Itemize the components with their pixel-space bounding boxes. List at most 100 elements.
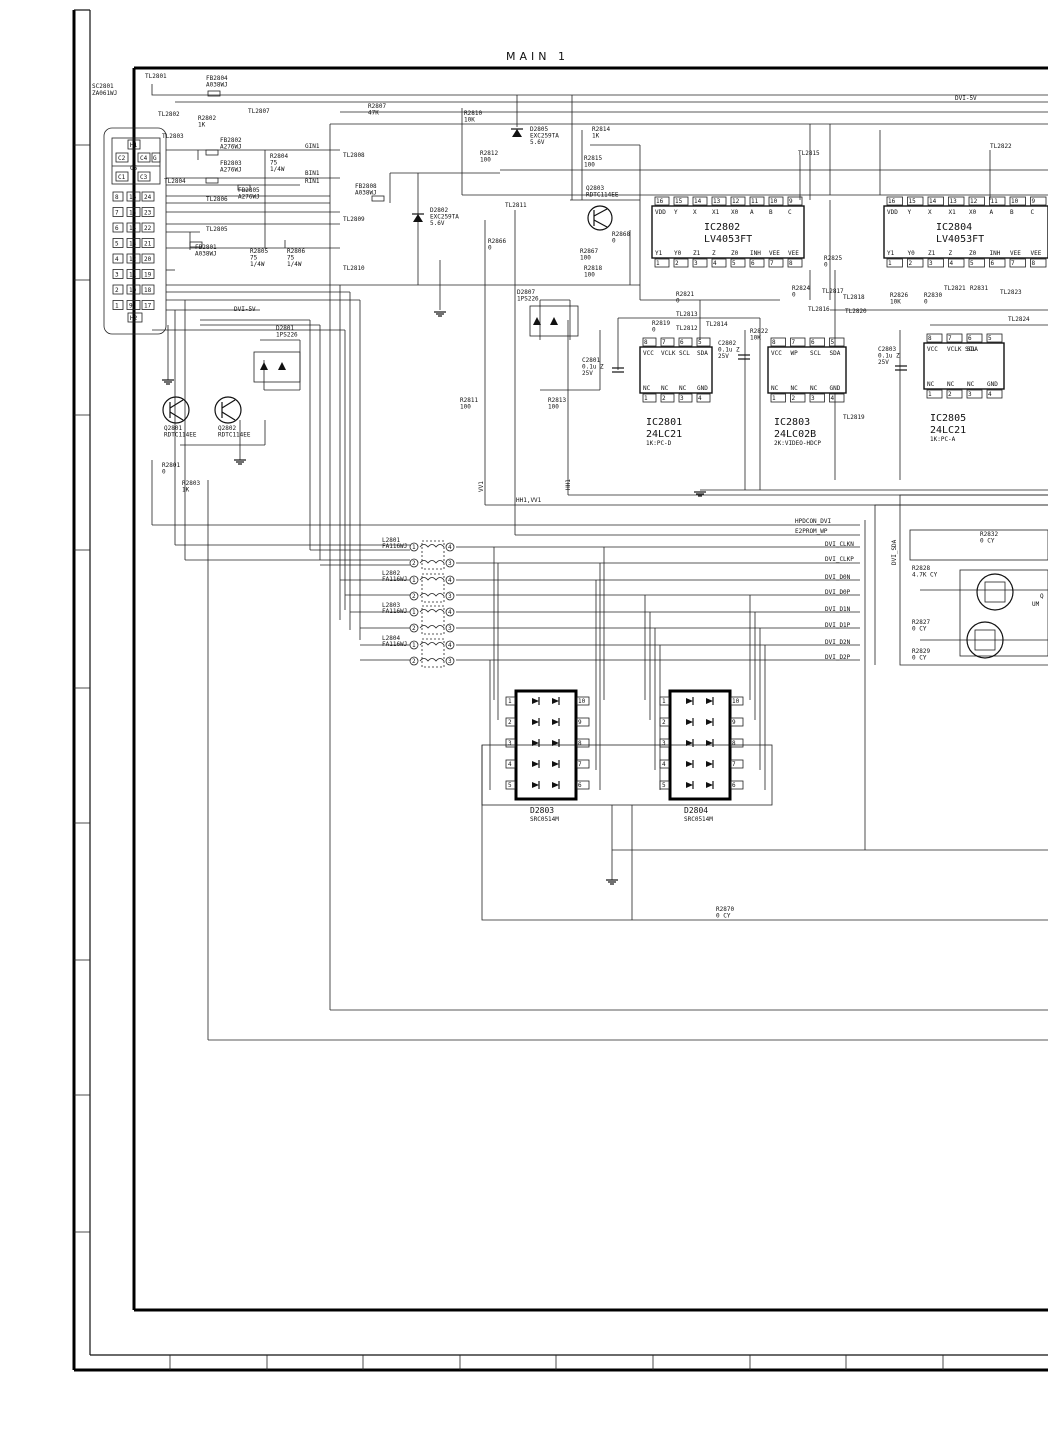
resistor-r2805-v1: 75	[250, 255, 258, 262]
ferrite-fb2808: FB2808	[355, 183, 377, 190]
ic-pin-label: X0	[731, 209, 739, 216]
ic-pin-label: VCLK	[661, 350, 676, 357]
ic-pin-3: 3	[811, 395, 815, 402]
connector-pin-16: 16	[129, 194, 137, 201]
pin-c3: C3	[140, 174, 148, 181]
diode-d2801-v1: 1PS226	[276, 332, 298, 339]
filter-pin-2: 2	[412, 658, 416, 665]
ic-pin-9: 9	[789, 198, 793, 205]
esd-pin-6: 6	[732, 782, 736, 789]
resistor-r2870: R2870	[716, 906, 734, 913]
resistor-r2831: R2831	[970, 285, 988, 292]
esd-pin-4: 4	[508, 761, 512, 768]
ic-pin-label: Y1	[655, 250, 663, 257]
ic-pin-label: SDA	[830, 350, 841, 357]
ic-pin-8: 8	[1032, 260, 1036, 267]
ic-pin-label: NC	[791, 385, 799, 392]
ic-pin-16: 16	[888, 198, 896, 205]
transistor-q2802	[214, 396, 242, 424]
esd-pin-9: 9	[578, 719, 582, 726]
testpoint-tl2813: TL2813	[676, 311, 698, 318]
connector-pin-10: 10	[129, 287, 137, 294]
resistor-r2803-v1: 1K	[182, 487, 190, 494]
net-gin1: GIN1	[305, 143, 320, 150]
ic-ic2804: 16VDD15Y14X13X112X011A10B9C1Y12Y03Z14Z5Z…	[883, 196, 1048, 268]
transistor-q2803	[587, 205, 613, 231]
capacitor-c2803-v2: 25V	[878, 359, 889, 366]
ic-pin-label: VEE	[1031, 250, 1042, 257]
ic-pin-1: 1	[644, 395, 648, 402]
testpoint-tl2817: TL2817	[822, 288, 844, 295]
ic-pin-label: Z	[949, 250, 953, 257]
resistor-r2829: R2829	[912, 648, 930, 655]
esd-pin-3: 3	[508, 740, 512, 747]
testpoint-tl2803: TL2803	[162, 133, 184, 140]
transistor-q2801-label: Q2801	[164, 425, 182, 432]
filter-pin-4: 4	[448, 609, 452, 616]
filter-pin-2: 2	[412, 593, 416, 600]
resistor-r2827: R2827	[912, 619, 930, 626]
resistor-r2801-v1: 0	[162, 469, 166, 476]
esd-pin-10: 10	[578, 698, 586, 705]
filter-pin-2: 2	[412, 560, 416, 567]
resistor-r2824: R2824	[792, 285, 810, 292]
sheet-frame	[72, 9, 1048, 1372]
resistor-r2801: R2801	[162, 462, 180, 469]
connector-pin-13: 13	[129, 241, 137, 248]
capacitor-c2801: C2801	[582, 357, 600, 364]
ic-note: 2K:VIDEO-HDCP	[774, 440, 821, 447]
resistor-r2815: R2815	[584, 155, 602, 162]
resistor-r2825: R2825	[824, 255, 842, 262]
ic-pin-2: 2	[792, 395, 796, 402]
testpoint-tl2819: TL2819	[843, 414, 865, 421]
ic-pin-3: 3	[929, 260, 933, 267]
resistor-r2822-v1: 10K	[750, 335, 761, 342]
diode-d2802: D2802	[430, 207, 448, 214]
transistor-q-label: Q	[1040, 593, 1044, 600]
resistor-r2868: R2868	[612, 231, 630, 238]
connector-pin-7: 7	[115, 210, 119, 217]
ic-pin-13: 13	[713, 198, 721, 205]
resistor-r2828: R2828	[912, 565, 930, 572]
net-hpdcon: HPDCON_DVI	[795, 518, 832, 525]
sheet-title: MAIN 1	[506, 50, 569, 63]
ic-pin-label: VCC	[927, 346, 938, 353]
ic-pin-label: GND	[830, 385, 841, 392]
testpoint-tl2802: TL2802	[158, 111, 180, 118]
resistor-r2868-v1: 0	[612, 238, 616, 245]
pin-c5: C5	[130, 165, 138, 172]
diode-d2805-v2: 5.6V	[530, 139, 545, 146]
transistors: Q UM	[162, 205, 1044, 659]
ic-pin-label: C	[1031, 209, 1035, 216]
ic-ic2802: 16VDD15Y14X13X112X011A10B9C1Y12Y03Z14Z5Z…	[651, 196, 805, 268]
ic-pin-1: 1	[656, 260, 660, 267]
ic-pin-2: 2	[675, 260, 679, 267]
resistor-r2830: R2830	[924, 292, 942, 299]
connector-pin-3: 3	[115, 272, 119, 279]
pin-g: G	[153, 155, 157, 162]
ic-pin-label: INH	[750, 250, 761, 257]
filter-ref: L2802	[382, 570, 400, 577]
ic-pin-4: 4	[950, 260, 954, 267]
ic-ref: IC2801	[646, 417, 682, 428]
ic-pin-1: 1	[928, 391, 932, 398]
testpoint-tl2801: TL2801	[145, 73, 167, 80]
filter-ref: L2803	[382, 602, 400, 609]
ic-pin-label: X0	[969, 209, 977, 216]
ic-pin-label: SCL	[679, 350, 690, 357]
resistor-r2804-v1: 75	[270, 160, 278, 167]
net-dvi-d0n: DVI_D0N	[825, 574, 851, 581]
ic-pin-12: 12	[732, 198, 740, 205]
ic-pin-7: 7	[1011, 260, 1015, 267]
resistor-r2805-v2: 1/4W	[250, 261, 265, 268]
filter-pin-1: 1	[412, 544, 416, 551]
ferrite-fb2804-v1: A038WJ	[206, 82, 228, 89]
ic-pin-label: Y0	[674, 250, 682, 257]
resistor-r2821-v1: 0	[676, 298, 680, 305]
esd-pin-1: 1	[662, 698, 666, 705]
esd-pin-6: 6	[578, 782, 582, 789]
net-rin1: RIN1	[305, 178, 320, 185]
ic-pin-11: 11	[751, 198, 759, 205]
filter-pin-4: 4	[448, 544, 452, 551]
